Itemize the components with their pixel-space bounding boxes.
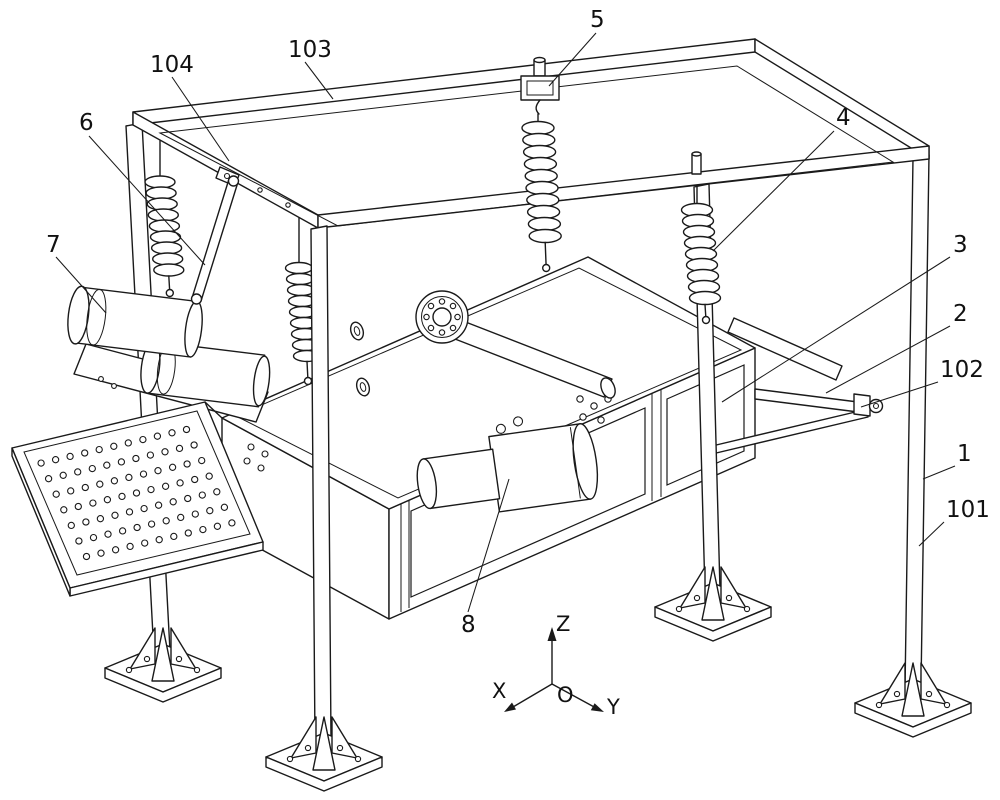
leader-line-8 [467,478,510,613]
eye-bolt [512,416,524,427]
suspension-pin [691,151,702,175]
motor-pair-left [67,285,271,423]
callout-102: 102 [860,357,984,408]
leader-line-3 [721,256,951,403]
base-plate-right-rear [854,662,972,738]
axis-label-origin: O [557,683,574,707]
leader-line-102 [860,381,939,408]
leader-line-6 [88,135,206,266]
hook-block-hanger [520,56,560,115]
leader-line-1 [922,465,956,480]
gantry-top-frame [132,38,930,229]
callout-5: 5 [548,7,605,87]
axis-label-x: X [492,679,506,703]
vibration-motor-center [416,416,599,513]
wall-slot [355,377,371,397]
z-axis-arrow [547,627,557,641]
callout-101: 101 [918,497,990,547]
callout-label-4: 4 [836,105,851,131]
leader-line-4 [712,130,835,252]
gantry-leg-front [310,225,332,745]
callout-label-8: 8 [461,612,476,638]
callout-label-6: 6 [79,110,94,136]
callout-label-2: 2 [953,301,968,327]
callout-103: 103 [288,37,334,100]
callout-8: 8 [461,478,510,638]
callout-label-5: 5 [590,7,605,33]
axis-label-y: Y [606,695,620,719]
callout-6: 6 [79,110,206,266]
callout-label-3: 3 [953,232,968,258]
leader-line-103 [304,61,334,100]
axis-label-z: Z [556,612,570,636]
leader-line-7 [55,256,107,314]
callout-3: 3 [721,232,968,403]
callout-label-1: 1 [957,441,972,467]
leader-line-5 [548,32,597,87]
callouts: 5 103 104 6 7 4 3 2 [46,7,990,638]
wall-slot [349,321,365,341]
frame-bolt-hole [257,187,263,193]
callout-7: 7 [46,232,107,314]
exciter-flange [415,290,469,344]
callout-2: 2 [825,301,968,394]
suspension-spring-left [144,140,185,298]
box-end-panel [666,364,745,486]
gantry-leg-right-rear [904,154,930,690]
suspension-spring-right [680,185,722,325]
x-axis-arrow [504,702,516,712]
callout-label-7: 7 [46,232,61,258]
leader-line-104 [171,76,230,162]
motor-cylinder-upper [67,285,203,358]
tray-holes [37,425,236,561]
callout-label-103: 103 [288,37,332,63]
callout-104: 104 [150,52,230,162]
frame-bolt-hole [285,202,291,208]
callout-label-101: 101 [946,497,990,523]
leader-line-101 [918,521,945,547]
callout-1: 1 [922,441,972,480]
callout-label-104: 104 [150,52,194,78]
suspension-spring-center [521,113,562,273]
suspension-link [190,175,240,305]
base-plate-left [104,627,222,703]
base-plate-right-front [654,566,772,642]
eye-bolt [495,423,506,434]
leader-line-2 [825,325,951,394]
perforated-screen-plate [11,401,264,597]
callout-4: 4 [712,105,851,252]
callout-label-102: 102 [940,357,984,383]
y-axis-arrow [590,703,604,712]
base-plate-front [265,716,383,792]
coordinate-axes: Z X O Y [492,612,620,719]
motor-cylinder-lower [140,340,271,408]
